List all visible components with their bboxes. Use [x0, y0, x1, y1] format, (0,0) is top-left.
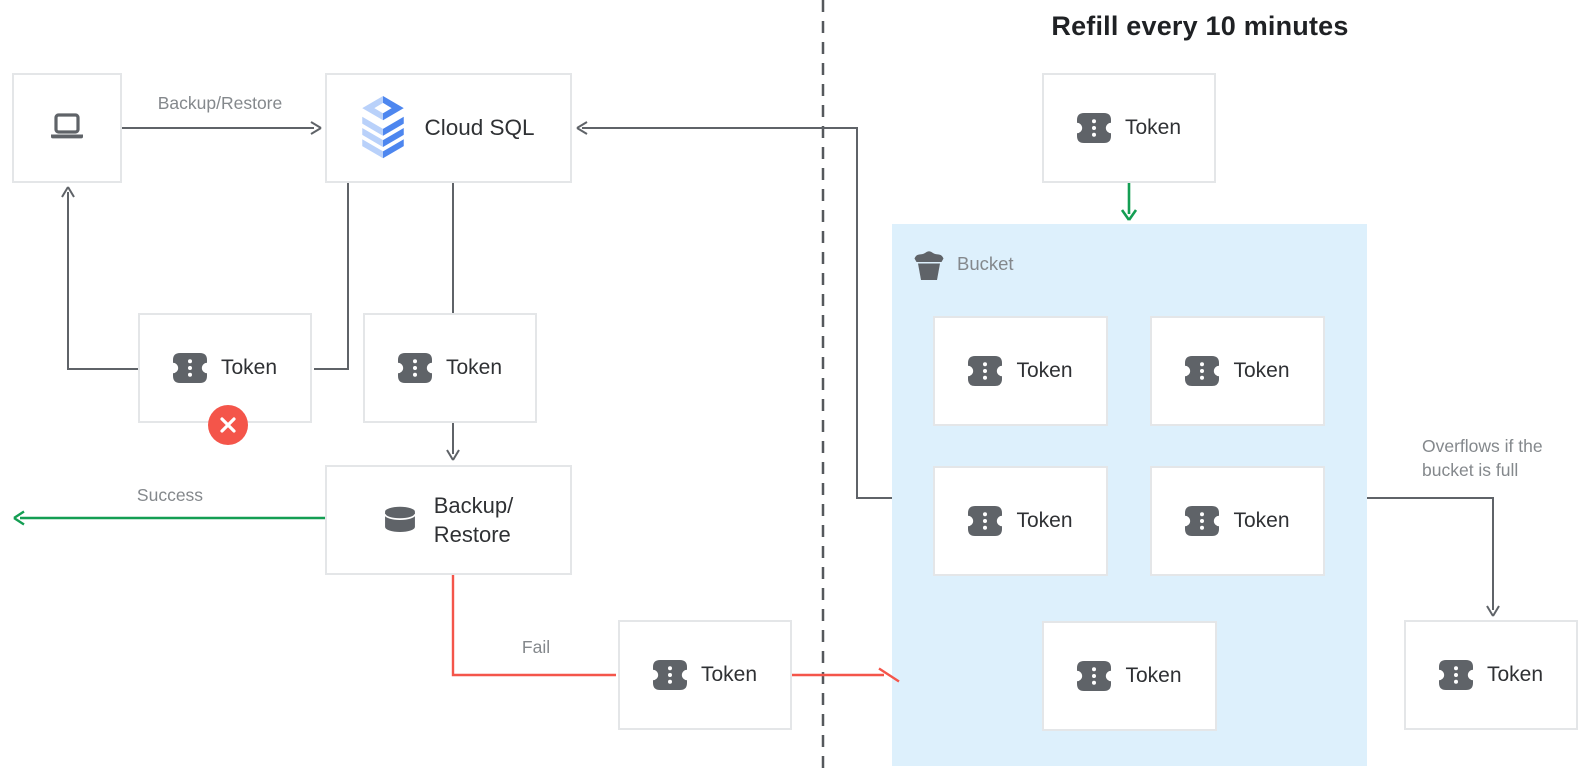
token-label: Token — [220, 356, 278, 379]
x-icon — [220, 417, 236, 433]
overflow-note-line2: bucket is full — [1422, 460, 1519, 480]
token-node-overflow: Token — [1404, 620, 1578, 730]
backup-restore-label-line2: Restore — [433, 522, 511, 547]
token-label: Token — [1233, 509, 1290, 532]
token-node-consumed: Token — [138, 313, 312, 445]
cloud-sql-node: Cloud SQL — [325, 73, 572, 183]
line-cloudsql-to-consumed-token — [314, 183, 349, 370]
laptop-icon — [48, 113, 86, 143]
line-token-to-client — [67, 192, 138, 370]
token-label: Token — [445, 356, 503, 379]
token-node-refill: Token — [1042, 73, 1216, 183]
database-icon — [384, 506, 416, 534]
cloud-sql-label: Cloud SQL — [424, 115, 535, 140]
token-node-bucket-2: Token — [1150, 316, 1325, 426]
token-icon — [1077, 661, 1111, 691]
arrowhead-fail-into-bucket — [878, 667, 900, 683]
token-icon — [1185, 506, 1219, 536]
refill-title: Refill every 10 minutes — [1051, 11, 1349, 41]
token-icon — [1077, 113, 1111, 143]
token-node-bucket-4: Token — [1150, 466, 1325, 576]
token-node-returned-fail: Token — [618, 620, 792, 730]
token-node-bucket-5: Token — [1042, 621, 1217, 731]
token-icon — [968, 356, 1002, 386]
token-label: Token — [1016, 509, 1073, 532]
arrowhead-into-client — [61, 186, 75, 198]
line-fail — [451, 573, 616, 677]
arrowhead-refill — [1120, 209, 1138, 221]
backup-restore-node: Backup/ Restore — [325, 465, 572, 575]
backup-restore-label: Backup/ Restore — [434, 491, 514, 549]
bucket-label: Bucket — [957, 253, 1014, 274]
arrowhead-bucket-into-cloudsql — [576, 121, 588, 135]
token-label: Token — [1486, 663, 1544, 686]
backup-restore-arrow-label: Backup/Restore — [157, 93, 283, 113]
arrowhead-overflow-token — [1486, 605, 1500, 617]
token-node-request: Token — [363, 313, 537, 423]
token-icon — [173, 353, 207, 383]
arrowhead-success — [13, 510, 25, 526]
overflow-note: Overflows if the bucket is full — [1422, 434, 1543, 482]
token-icon — [398, 353, 432, 383]
line-bucket-overflow — [1367, 497, 1494, 610]
token-node-bucket-3: Token — [933, 466, 1108, 576]
token-icon — [968, 506, 1002, 536]
arrowhead-into-cloudsql — [310, 121, 322, 135]
success-label: Success — [136, 485, 204, 505]
line-bucket-to-cloudsql — [582, 127, 892, 499]
cloud-sql-icon — [362, 96, 404, 160]
backup-restore-label-line1: Backup/ — [433, 493, 514, 518]
token-icon — [1185, 356, 1219, 386]
token-icon — [653, 660, 687, 690]
overflow-note-line1: Overflows if the — [1422, 436, 1543, 456]
token-label: Token — [1233, 359, 1290, 382]
arrowhead-into-backup — [446, 449, 460, 461]
error-badge — [208, 405, 248, 445]
bucket-header: Bucket — [912, 248, 1014, 280]
token-icon — [1439, 660, 1473, 690]
token-label: Token — [1016, 359, 1073, 382]
client-node — [12, 73, 122, 183]
fail-label: Fail — [521, 637, 551, 657]
token-label: Token — [1125, 664, 1182, 687]
token-label: Token — [700, 663, 758, 686]
token-node-bucket-1: Token — [933, 316, 1108, 426]
token-label: Token — [1124, 116, 1182, 139]
